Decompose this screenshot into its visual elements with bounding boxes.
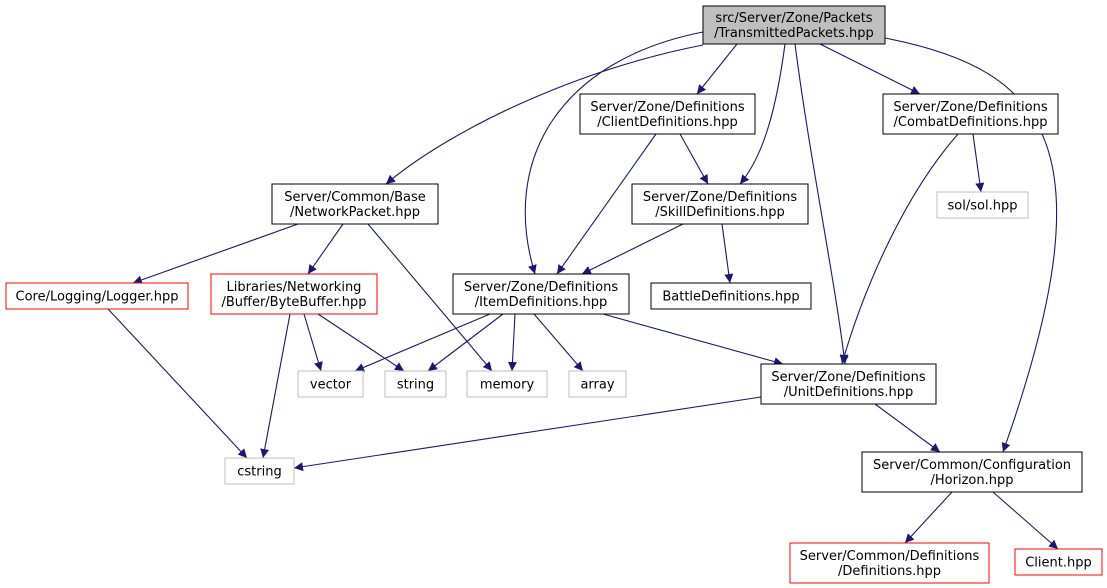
node-box <box>271 183 439 225</box>
node-label: Server/Zone/Definitions <box>590 100 744 115</box>
node-cstring[interactable]: cstring <box>224 457 295 485</box>
node-label: /NetworkPacket.hpp <box>290 205 420 220</box>
node-client[interactable]: Client.hpp <box>1014 548 1103 576</box>
node-box <box>384 370 447 398</box>
edge-client-defs-to-skill-defs <box>679 133 709 185</box>
node-logger[interactable]: Core/Logging/Logger.hpp <box>5 282 189 310</box>
edge-item-defs-to-array <box>533 313 584 372</box>
node-client-defs[interactable]: Server/Zone/Definitions/ClientDefinition… <box>579 93 756 135</box>
node-label: Server/Common/Base <box>284 190 426 205</box>
node-transmitted[interactable]: src/Server/Zone/Packets/TransmittedPacke… <box>702 5 886 45</box>
node-box <box>1014 548 1103 576</box>
node-box <box>936 191 1029 219</box>
node-label: array <box>580 378 614 393</box>
node-label: /Buffer/ByteBuffer.hpp <box>221 295 366 310</box>
node-item-defs[interactable]: Server/Zone/Definitions/ItemDefinitions.… <box>452 273 630 315</box>
edge-combat-defs-to-sol <box>972 133 985 193</box>
node-label: BattleDefinitions.hpp <box>662 290 799 305</box>
node-label: /ItemDefinitions.hpp <box>475 295 608 310</box>
node-label: /TransmittedPackets.hpp <box>714 26 874 41</box>
node-skill-defs[interactable]: Server/Zone/Definitions/SkillDefinitions… <box>631 183 809 225</box>
edge-transmitted-to-item-defs <box>524 31 704 275</box>
node-common-defs[interactable]: Server/Common/Definitions/Definitions.hp… <box>789 542 990 584</box>
node-horizon[interactable]: Server/Common/Configuration/Horizon.hpp <box>861 451 1083 493</box>
edge-item-defs-to-memory <box>507 313 517 372</box>
node-label: /CombatDefinitions.hpp <box>894 115 1048 130</box>
node-combat-defs[interactable]: Server/Zone/Definitions/CombatDefinition… <box>882 93 1059 135</box>
node-label: /Definitions.hpp <box>838 564 941 579</box>
node-label: cstring <box>237 465 281 480</box>
edge-transmitted-to-unit-defs <box>794 43 849 365</box>
edge-network-packet-to-bytebuffer <box>307 223 344 275</box>
node-label: /UnitDefinitions.hpp <box>784 385 913 400</box>
node-label: Server/Common/Definitions <box>800 549 980 564</box>
node-unit-defs[interactable]: Server/Zone/Definitions/UnitDefinitions.… <box>760 363 937 405</box>
node-box <box>568 370 627 398</box>
edge-transmitted-to-network-packet <box>385 44 704 185</box>
node-label: string <box>397 378 434 393</box>
node-array[interactable]: array <box>568 370 627 398</box>
node-bytebuffer[interactable]: Libraries/Networking/Buffer/ByteBuffer.h… <box>210 273 378 315</box>
node-label: memory <box>480 378 535 393</box>
node-box <box>452 273 630 315</box>
node-label: Server/Zone/Definitions <box>893 100 1047 115</box>
node-label: /Horizon.hpp <box>931 473 1014 488</box>
node-box <box>631 183 809 225</box>
node-box <box>650 282 812 310</box>
edge-bytebuffer-to-string <box>317 313 405 372</box>
node-sol[interactable]: sol/sol.hpp <box>936 191 1029 219</box>
node-box <box>702 5 886 45</box>
node-label: /SkillDefinitions.hpp <box>655 205 785 220</box>
edge-network-packet-to-logger <box>132 223 299 285</box>
node-box <box>210 273 378 315</box>
edge-item-defs-to-string <box>427 313 504 372</box>
node-label: Libraries/Networking <box>227 280 362 295</box>
node-box <box>224 457 295 485</box>
node-box <box>789 542 990 584</box>
edge-item-defs-to-vector <box>354 313 491 372</box>
node-box <box>861 451 1083 493</box>
edge-transmitted-to-skill-defs <box>739 43 786 185</box>
node-label: Server/Common/Configuration <box>873 458 1071 473</box>
edges-layer <box>107 31 1059 550</box>
node-label: Client.hpp <box>1025 556 1092 571</box>
node-box <box>466 370 548 398</box>
node-box <box>297 370 364 398</box>
node-label: src/Server/Zone/Packets <box>715 11 872 26</box>
node-label: vector <box>310 378 352 393</box>
node-box <box>579 93 756 135</box>
node-label: Server/Zone/Definitions <box>464 280 618 295</box>
node-label: Server/Zone/Definitions <box>771 370 925 385</box>
edge-horizon-to-common-defs <box>904 491 953 544</box>
nodes-layer: src/Server/Zone/Packets/TransmittedPacke… <box>5 5 1103 584</box>
edge-transmitted-to-combat-defs <box>819 43 921 95</box>
node-memory[interactable]: memory <box>466 370 548 398</box>
node-label: Core/Logging/Logger.hpp <box>16 290 179 305</box>
edge-skill-defs-to-battle-defs <box>721 223 734 284</box>
node-box <box>882 93 1059 135</box>
node-label: /ClientDefinitions.hpp <box>597 115 738 130</box>
node-battle-defs[interactable]: BattleDefinitions.hpp <box>650 282 812 310</box>
node-box <box>5 282 189 310</box>
node-label: sol/sol.hpp <box>948 199 1018 214</box>
node-box <box>760 363 937 405</box>
edge-unit-defs-to-cstring <box>293 396 762 472</box>
node-network-packet[interactable]: Server/Common/Base/NetworkPacket.hpp <box>271 183 439 225</box>
node-label: Server/Zone/Definitions <box>643 190 797 205</box>
edge-logger-to-cstring <box>107 308 248 459</box>
edge-combat-defs-to-unit-defs <box>840 133 959 365</box>
edge-horizon-to-client <box>992 491 1059 550</box>
edge-unit-defs-to-horizon <box>874 403 941 453</box>
edge-transmitted-to-horizon <box>884 37 1058 453</box>
node-string[interactable]: string <box>384 370 447 398</box>
edge-client-defs-to-item-defs <box>556 133 657 275</box>
node-vector[interactable]: vector <box>297 370 364 398</box>
edge-bytebuffer-to-cstring <box>260 313 291 459</box>
edge-network-packet-to-memory <box>367 223 493 372</box>
edge-item-defs-to-unit-defs <box>602 313 784 366</box>
edge-bytebuffer-to-vector <box>303 313 323 372</box>
edge-skill-defs-to-item-defs <box>581 223 684 275</box>
edge-transmitted-to-client-defs <box>696 43 738 95</box>
